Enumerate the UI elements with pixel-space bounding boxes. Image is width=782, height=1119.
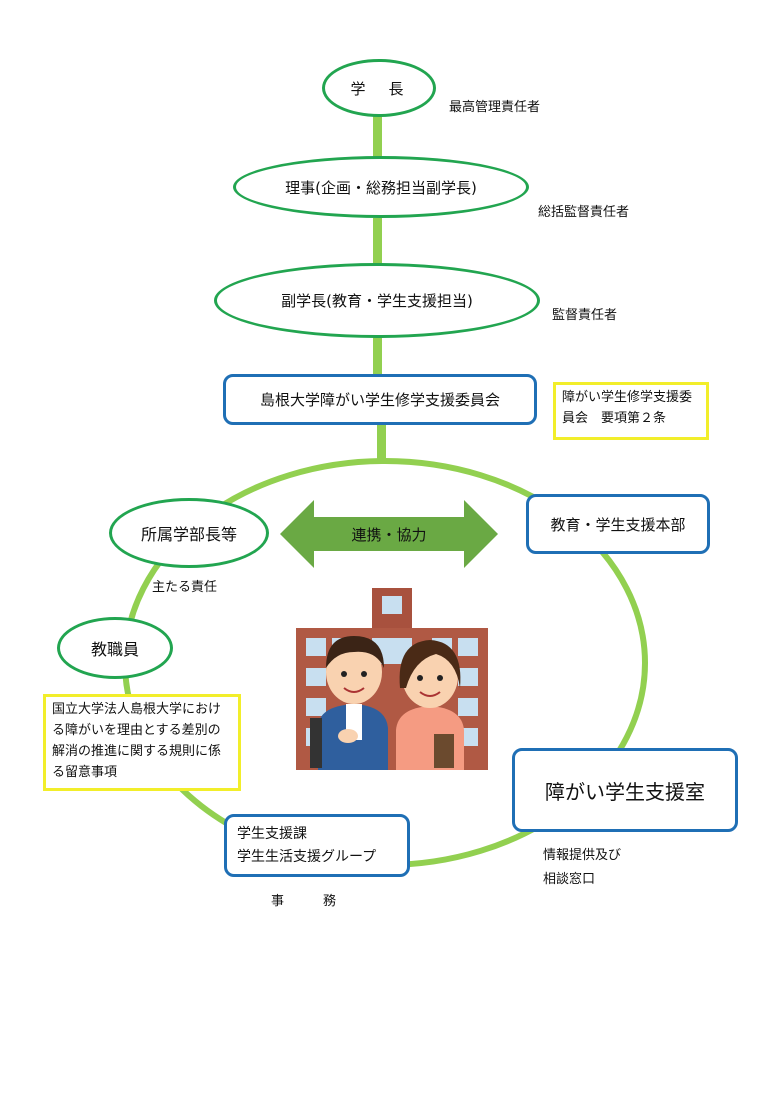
university-rules-line-2: る障がいを理由とする差別の	[52, 723, 221, 738]
student-support-line-1: 学生支援課	[237, 826, 307, 842]
double-arrow	[280, 500, 498, 568]
support-office-role-line-1: 情報提供及び	[543, 848, 622, 863]
committee-rules-note: 障がい学生修学支援委 員会 要項第２条	[553, 382, 709, 440]
university-rules-line-1: 国立大学法人島根大学におけ	[52, 702, 222, 717]
committee-rules-line-1: 障がい学生修学支援委	[562, 390, 693, 405]
female-student-icon	[396, 640, 464, 770]
president-label: 学 長	[350, 79, 408, 98]
director-label: 理事(企画・総務担当副学長)	[285, 178, 477, 197]
support-office-box: 障がい学生支援室	[512, 748, 738, 832]
university-rules-line-3: 解消の推進に関する規則に係	[52, 744, 222, 759]
arrow-label: 連携・協力	[351, 526, 427, 544]
student-support-box: 学生支援課 学生生活支援グループ	[224, 814, 410, 877]
connector-director-vicepresident	[373, 218, 382, 268]
vice-president-label: 副学長(教育・学生支援担当)	[281, 292, 473, 310]
student-support-line-2: 学生生活支援グループ	[237, 849, 377, 865]
vice-president-node: 副学長(教育・学生支援担当)	[214, 263, 540, 338]
support-office-role-line-2: 相談窓口	[543, 872, 596, 887]
director-role: 総括監督責任者	[538, 205, 630, 220]
student-support-role: 事 務	[271, 894, 337, 909]
vice-president-role: 監督責任者	[552, 308, 618, 323]
connector-president-director	[373, 116, 382, 166]
president-node: 学 長	[322, 59, 436, 117]
committee-label: 島根大学障がい学生修学支援委員会	[259, 391, 500, 409]
university-rules-note: 国立大学法人島根大学におけ る障がいを理由とする差別の 解消の推進に関する規則に…	[43, 694, 241, 791]
support-office-label: 障がい学生支援室	[545, 779, 705, 804]
university-rules-line-4: る留意事項	[52, 765, 118, 780]
campus-illustration	[296, 588, 488, 770]
connector-committee-circle	[377, 425, 386, 460]
committee-box: 島根大学障がい学生修学支援委員会	[223, 374, 537, 425]
faculty-dean-node: 所属学部長等	[109, 498, 269, 568]
staff-node: 教職員	[57, 617, 173, 679]
faculty-dean-label: 所属学部長等	[140, 525, 237, 544]
support-office-role: 情報提供及び 相談窓口	[543, 844, 621, 892]
headquarters-label: 教育・学生支援本部	[550, 515, 686, 534]
committee-rules-line-2: 員会 要項第２条	[562, 411, 667, 426]
director-node: 理事(企画・総務担当副学長)	[233, 156, 529, 218]
male-student-icon	[310, 636, 388, 770]
faculty-dean-role: 主たる責任	[152, 580, 218, 595]
headquarters-box: 教育・学生支援本部	[526, 494, 710, 554]
staff-label: 教職員	[90, 640, 139, 659]
president-role: 最高管理責任者	[449, 100, 541, 115]
connector-vicepresident-committee	[373, 336, 382, 376]
